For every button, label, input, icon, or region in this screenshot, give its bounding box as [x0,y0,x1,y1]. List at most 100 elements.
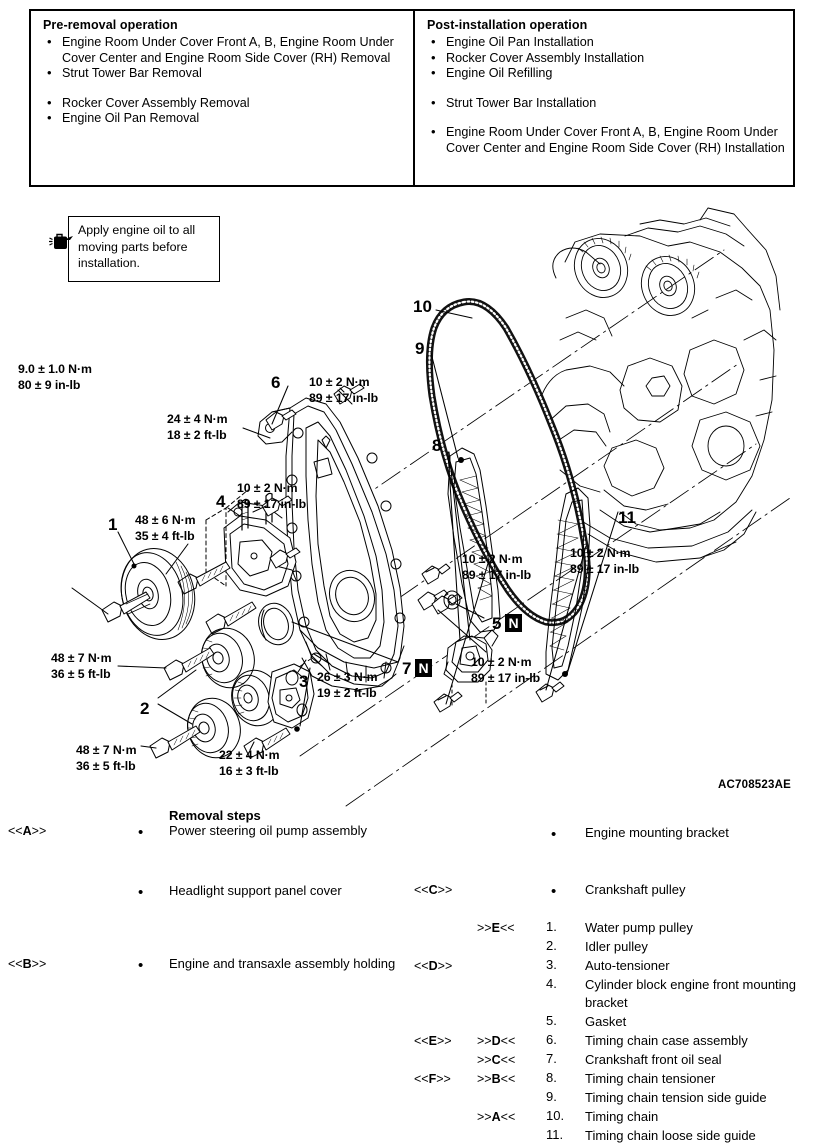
leader-lines [71,309,619,751]
torque-metric: 24 ± 4 N·m [167,412,228,426]
step-label: Auto-tensioner [585,958,670,973]
step-label: Crankshaft pulley [585,882,686,897]
callout-number: 2 [140,699,150,718]
diagram-callout-6: 6 [271,374,280,391]
torque-imperial: 18 ± 2 ft-lb [167,427,227,442]
bolt-water-pump [163,647,215,681]
callout-number: 1 [108,515,118,534]
step-label: Power steering oil pump assembly [169,823,367,838]
torque-imperial: 89 ± 17 in-lb [309,390,379,405]
torque-metric: 22 ± 4 N·m [219,748,280,762]
torque-metric: 10 ± 2 N·m [309,375,370,389]
step-label: Timing chain [585,1109,659,1124]
step-label: Timing chain loose side guide [585,1128,756,1143]
torque-metric: 10 ± 2 N·m [462,552,523,566]
diagram-callout-1: 1 [108,516,117,533]
step-number: 5. [546,1013,557,1028]
pre-removal-column: Pre-removal operation Engine Room Under … [31,11,415,185]
pre-removal-item: Strut Tower Bar Removal [41,65,405,82]
callout-number: 9 [415,339,425,358]
step-number: 2. [546,938,557,953]
crankshaft-pulley [101,548,196,640]
tension-side-guide [447,447,501,633]
step-label: Engine and transaxle assembly holding [169,956,396,971]
step-number: 3. [546,957,557,972]
step-install-mark: >>B<< [477,1072,516,1086]
engine-block-outline [539,207,781,563]
callout-number: 6 [271,373,281,392]
torque-imperial: 89 ± 17 in-lb [462,567,532,582]
pre-removal-list: Engine Room Under Cover Front A, B, Engi… [41,34,405,127]
step-number: 11. [546,1127,564,1142]
step-number: 4. [546,976,557,991]
diagram-callout-9: 9 [415,340,424,357]
step-install-mark: >>A<< [477,1110,516,1124]
step-reference-mark: <<C>> [414,883,453,897]
step-label: Timing chain tension side guide [585,1090,767,1105]
operations-table: Pre-removal operation Engine Room Under … [29,9,795,187]
torque-metric: 48 ± 7 N·m [51,651,112,665]
post-installation-list: Engine Oil Pan InstallationRocker Cover … [425,34,785,157]
artwork-code: AC708523AE [718,779,791,791]
step-label: Gasket [585,1014,627,1029]
torque-imperial: 36 ± 5 ft-lb [76,758,136,773]
step-label: Timing chain case assembly [585,1033,748,1048]
post-installation-item: Strut Tower Bar Installation [425,95,785,112]
removal-steps-title: Removal steps [169,808,261,823]
diagram-callout-4: 4 [216,493,225,510]
pre-removal-title: Pre-removal operation [43,18,178,32]
step-label: Engine mounting bracket [585,825,729,840]
removal-steps-section: Removal steps <<A>> • Power steering oil p… [0,806,824,1143]
bolt-tension-guide [421,563,451,585]
step-reference-mark: <<A>> [8,824,47,838]
gasket [443,590,461,610]
step-number: 7. [546,1051,557,1066]
step-install-mark: >>C<< [477,1053,516,1067]
callout-number: 5 [492,614,502,633]
pre-removal-item: Engine Oil Pan Removal [41,110,405,127]
oil-note-callout: Apply engine oil to all moving parts bef… [68,216,220,282]
torque-metric: 48 ± 6 N·m [135,513,196,527]
step-reference-mark: <<B>> [8,957,47,971]
callout-number: 7 [402,659,412,678]
bolt-mount-bracket [177,561,231,595]
center-lines [267,249,791,807]
step-install-mark: >>E<< [477,921,515,935]
torque-imperial: 35 ± 4 ft-lb [135,528,195,543]
post-installation-item: Engine Room Under Cover Front A, B, Engi… [425,124,785,156]
torque-metric: 10 ± 2 N·m [570,546,631,560]
torque-metric: 48 ± 7 N·m [76,743,137,757]
diagram-callout-8: 8 [432,437,441,454]
step-bullet: • [551,826,557,843]
step-bullet: • [138,957,144,974]
diagram-callout-10: 10 [413,298,432,315]
step-number: 9. [546,1089,557,1104]
torque-imperial: 19 ± 2 ft-lb [317,685,377,700]
diagram-callout-3: 3 [299,673,308,690]
callout-number: 10 [413,297,432,316]
diagram-artwork [71,207,791,807]
step-install-mark: >>D<< [477,1034,516,1048]
idler-pulley [149,697,241,759]
pre-removal-item: Engine Room Under Cover Front A, B, Engi… [41,34,405,66]
step-bullet: • [551,883,557,900]
torque-metric: 10 ± 2 N·m [237,481,298,495]
post-installation-item: Engine Oil Pan Installation [425,34,785,51]
pre-removal-item: Rocker Cover Assembly Removal [41,95,405,112]
crankshaft-front-oil-seal [258,602,294,646]
torque-imperial: 80 ± 9 in-lb [18,377,81,392]
diagram-callout-11: 11 [618,509,636,526]
bolt-auto-tensioner [243,727,291,759]
